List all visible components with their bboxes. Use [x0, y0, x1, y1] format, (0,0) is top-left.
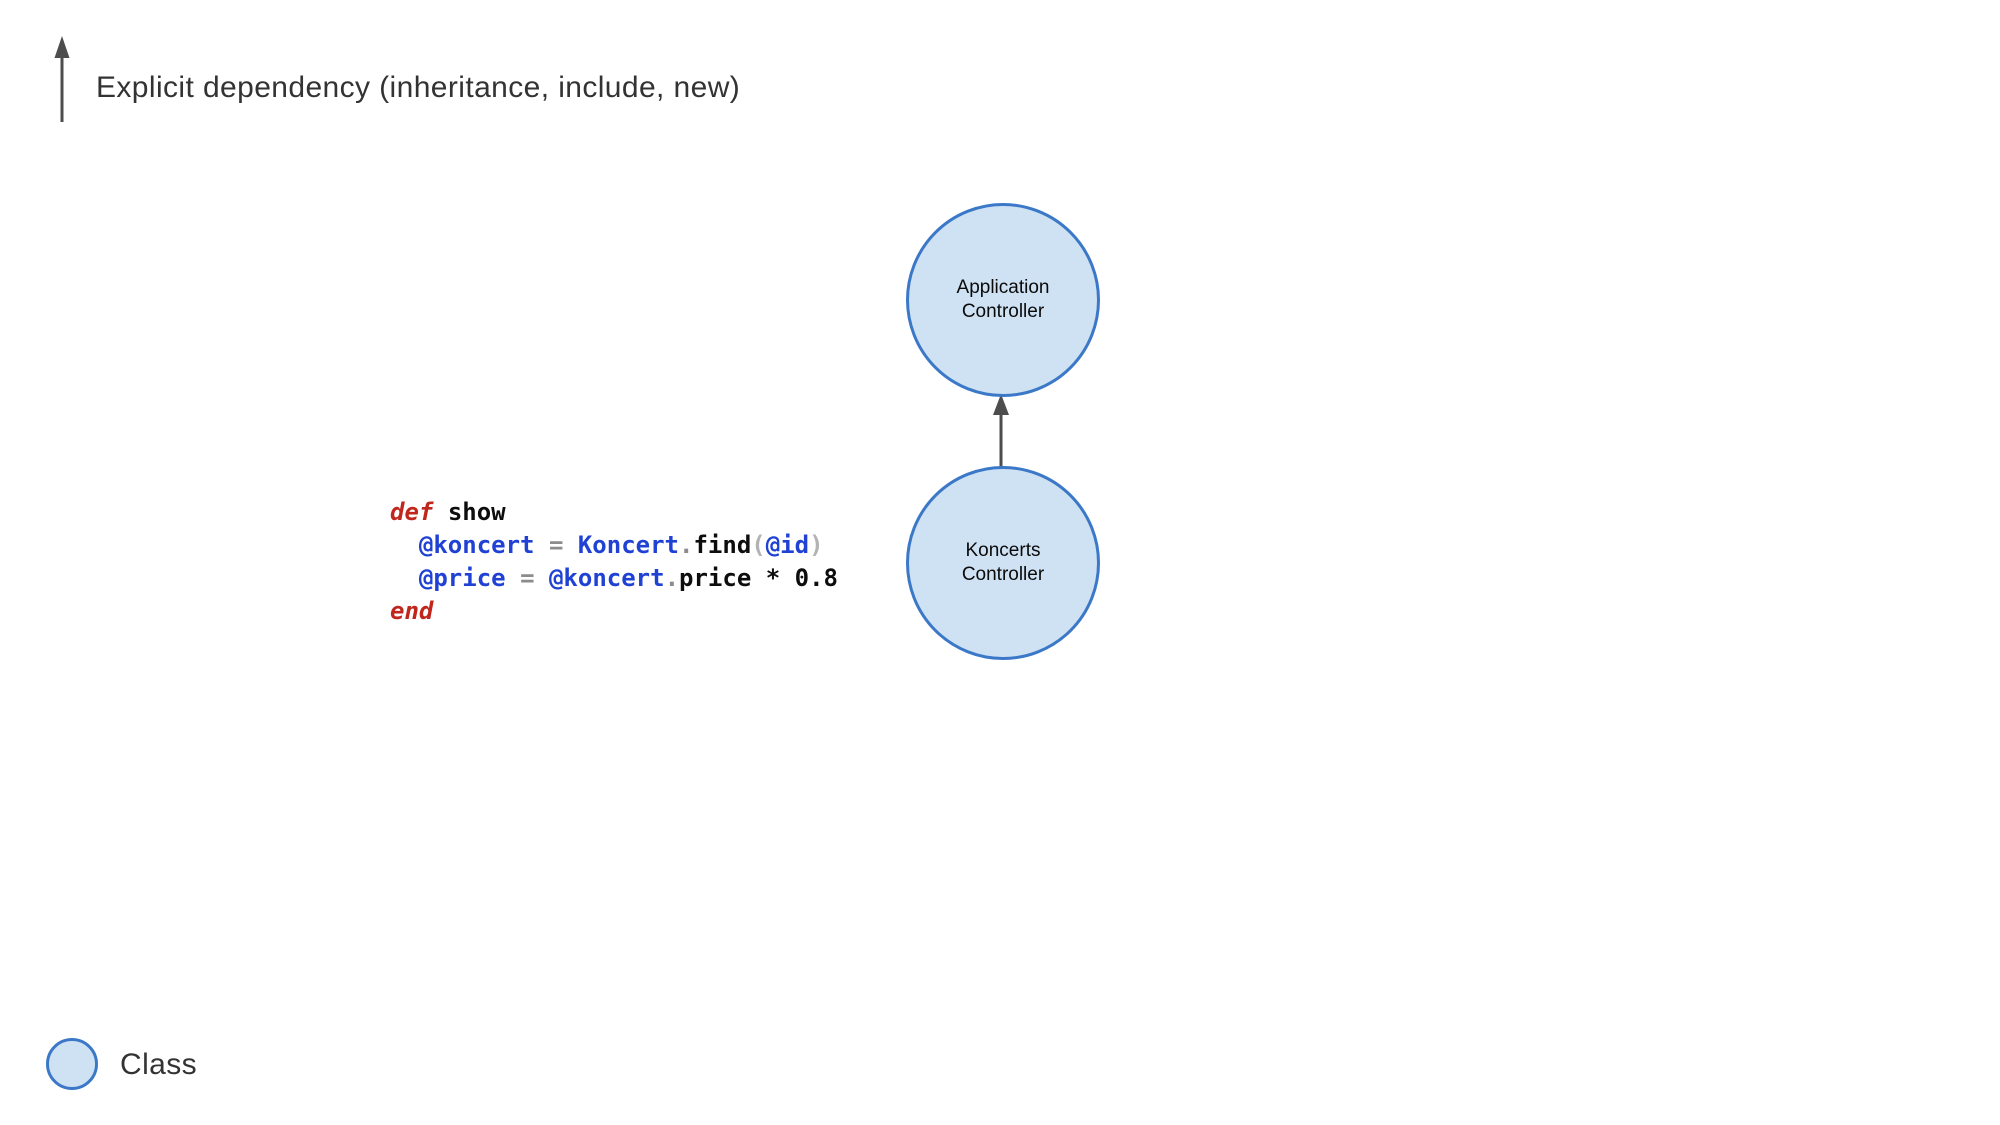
- code-token: [535, 564, 549, 592]
- code-token: [390, 531, 419, 559]
- code-token: 0.8: [794, 564, 838, 592]
- code-token: [390, 564, 419, 592]
- code-token: .: [679, 531, 694, 559]
- code-token: [780, 564, 794, 592]
- node-label-line: Koncerts: [965, 540, 1041, 561]
- code-token: *: [765, 564, 781, 592]
- code-token: [433, 498, 447, 526]
- code-token: [751, 564, 765, 592]
- node-koncerts-controller: Koncerts Controller: [906, 466, 1100, 660]
- code-line: @koncert = Koncert.find(@id): [390, 529, 838, 562]
- inheritance-arrow: [993, 394, 1009, 469]
- code-token: @price: [418, 564, 506, 592]
- code-token: (: [751, 531, 766, 559]
- code-token: end: [390, 597, 434, 625]
- code-token: .: [664, 564, 680, 592]
- code-token: @id: [765, 531, 810, 559]
- code-token: =: [520, 564, 535, 592]
- node-label-line: Controller: [961, 564, 1045, 585]
- code-token: def: [390, 498, 434, 526]
- code-line: @price = @koncert.price * 0.8: [390, 562, 838, 595]
- code-token: [563, 531, 577, 559]
- code-token: Koncert: [577, 531, 680, 559]
- code-snippet: def show @koncert = Koncert.find(@id) @p…: [390, 496, 838, 628]
- code-token: price: [679, 564, 752, 592]
- code-line: end: [390, 595, 838, 628]
- code-token: [506, 564, 520, 592]
- node-application-controller: Application Controller: [906, 203, 1100, 397]
- code-token: [535, 531, 549, 559]
- code-token: @koncert: [548, 564, 665, 592]
- node-label-line: Controller: [961, 301, 1045, 322]
- code-token: show: [447, 498, 506, 526]
- code-token: =: [548, 531, 564, 559]
- code-line: def show: [390, 496, 838, 529]
- node-label-line: Application: [956, 277, 1050, 298]
- code-token: find: [693, 531, 752, 559]
- explicit-dependency-legend-label: Explicit dependency (inheritance, includ…: [96, 71, 741, 104]
- class-legend-label: Class: [120, 1048, 198, 1081]
- code-token: @koncert: [418, 531, 535, 559]
- class-shape-icon: [46, 1038, 98, 1090]
- code-token: ): [809, 531, 824, 559]
- up-arrow-icon: [54, 36, 70, 122]
